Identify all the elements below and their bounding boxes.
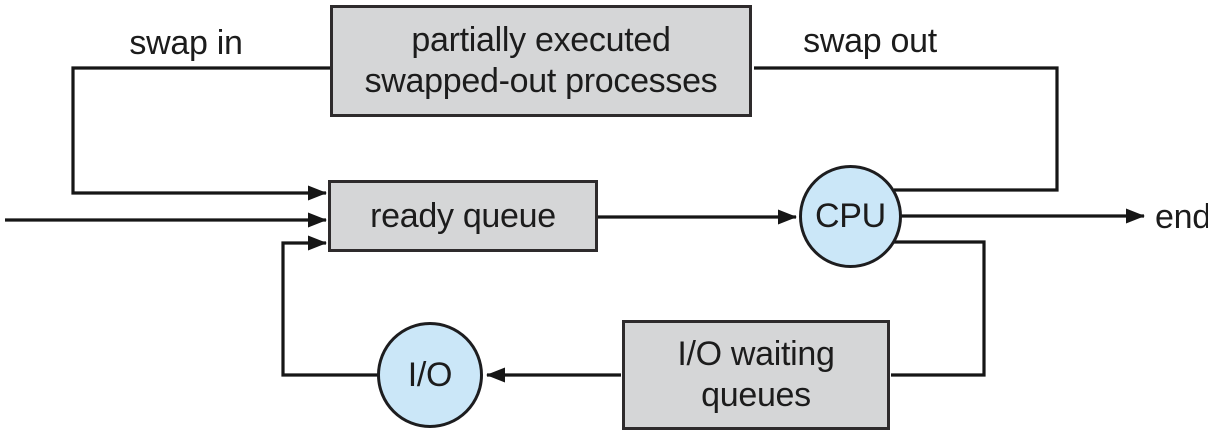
swap-in-label: swap in (129, 24, 243, 62)
swapped-out-processes-box: partially executed swapped-out processes (330, 5, 752, 117)
cpu-to-io-waiting-connector (891, 240, 986, 377)
io-waiting-label-line1: I/O waiting (677, 335, 835, 374)
io-waiting-label-line2: queues (701, 376, 811, 414)
swapped-out-label-line1: partially executed (411, 21, 671, 60)
io-waiting-queues-box: I/O waiting queues (622, 320, 890, 430)
ready-queue-label: ready queue (370, 196, 556, 235)
io-label: I/O (407, 355, 453, 394)
swap-out-connector (754, 66, 1059, 192)
swap-in-connector (71, 66, 330, 201)
io-node: I/O (377, 322, 483, 428)
end-label: end (1155, 198, 1208, 236)
swapped-out-label-line2: swapped-out processes (364, 62, 718, 100)
ready-queue-box: ready queue (328, 180, 598, 252)
io-feedback-connector (281, 235, 378, 377)
cpu-label: CPU (815, 197, 886, 236)
cpu-node: CPU (799, 165, 902, 268)
swap-out-label: swap out (803, 22, 937, 60)
